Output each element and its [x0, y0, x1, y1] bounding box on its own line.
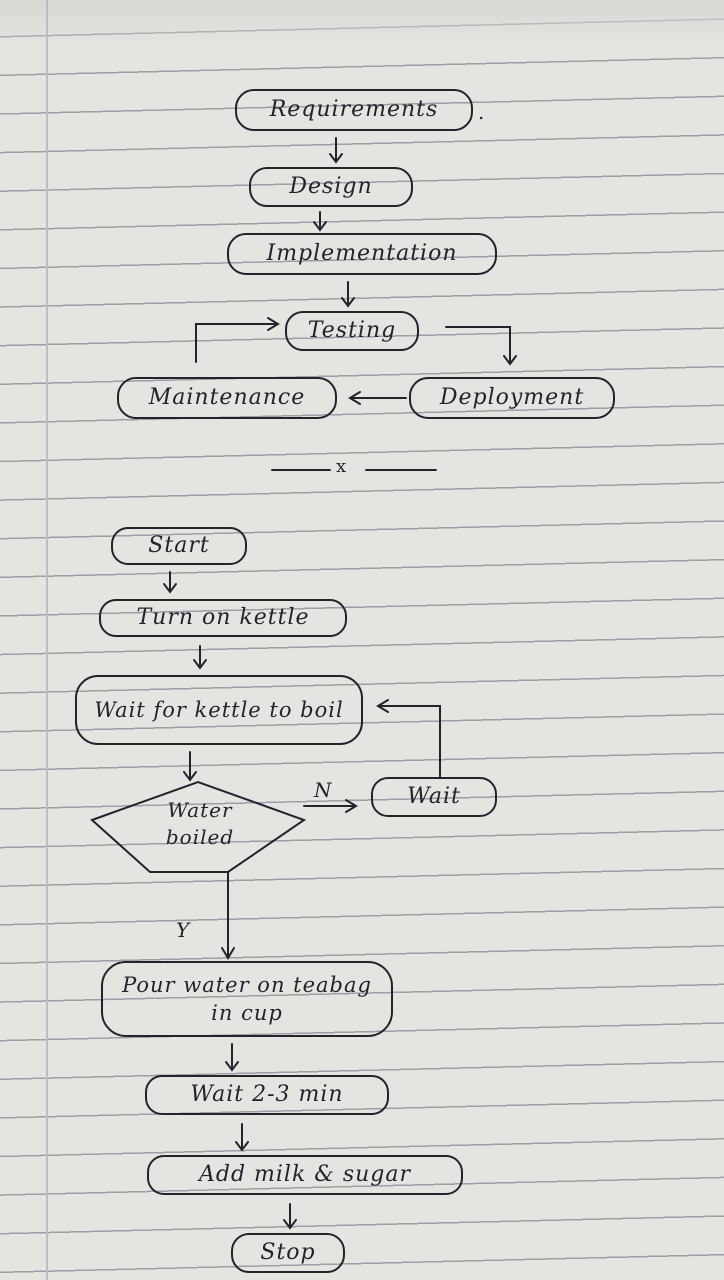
- wait-minutes-node: Wait 2-3 min: [146, 1076, 388, 1114]
- maintenance-node: Maintenance: [118, 378, 336, 418]
- margin-line: [46, 0, 48, 1280]
- start-box-outline: [111, 527, 247, 565]
- testing-label: Testing: [307, 318, 397, 344]
- yes-branch-label: Y: [176, 918, 190, 942]
- turn-on-kettle-node: Turn on kettle: [100, 600, 346, 636]
- start-node: Start: [112, 528, 246, 564]
- wait-label: Wait: [407, 784, 461, 810]
- arrow-maintenance-testing: [195, 317, 280, 363]
- arrow-decision-pour: [221, 871, 235, 960]
- milk-box-outline: [147, 1155, 463, 1195]
- decision-diamond-outline: [90, 780, 307, 873]
- wait-for-kettle-node: Wait for kettle to boil: [86, 676, 352, 744]
- turn-on-kettle-label: Turn on kettle: [136, 605, 310, 631]
- design-node: Design: [250, 168, 412, 206]
- implementation-label: Implementation: [266, 241, 458, 267]
- arrow-kettle-wait: [193, 645, 207, 670]
- pour-box-outline: [101, 961, 393, 1037]
- arrow-design-impl: [313, 211, 327, 232]
- implementation-node: Implementation: [228, 234, 496, 274]
- add-milk-node: Add milk & sugar: [148, 1156, 462, 1194]
- page-shadow: [0, 0, 724, 48]
- pour-water-label: Pour water on teabag in cup: [122, 972, 372, 1025]
- no-branch-label: N: [314, 778, 332, 802]
- wait-min-box-outline: [145, 1075, 389, 1115]
- arrow-wait-loop: [376, 699, 441, 779]
- design-box-outline: [249, 167, 413, 207]
- wait-minutes-label: Wait 2-3 min: [190, 1082, 344, 1108]
- arrow-waitmin-milk: [235, 1123, 249, 1152]
- arrow-milk-stop: [283, 1203, 297, 1230]
- deployment-box-outline: [409, 377, 615, 419]
- decision-node: Water boiled: [130, 788, 270, 860]
- start-label: Start: [148, 533, 210, 559]
- add-milk-label: Add milk & sugar: [198, 1162, 412, 1188]
- stop-label: Stop: [260, 1240, 316, 1266]
- pour-water-node: Pour water on teabag in cup: [112, 962, 382, 1036]
- requirements-node: Requirements: [238, 90, 470, 130]
- arrow-wait-decision: [183, 751, 197, 782]
- implementation-box-outline: [227, 233, 497, 275]
- arrow-impl-testing: [341, 281, 355, 308]
- maintenance-box-outline: [117, 377, 337, 419]
- arrow-pour-waitmin: [225, 1043, 239, 1072]
- requirements-label: Requirements: [269, 97, 439, 123]
- wait-box-outline: [371, 777, 497, 817]
- design-label: Design: [289, 174, 373, 200]
- wait-node: Wait: [372, 778, 496, 816]
- kettle-box-outline: [99, 599, 347, 637]
- maintenance-label: Maintenance: [148, 385, 306, 411]
- arrow-start-kettle: [163, 571, 177, 594]
- testing-box-outline: [285, 311, 419, 351]
- requirements-dot: .: [478, 100, 485, 124]
- stop-box-outline: [231, 1233, 345, 1273]
- deployment-node: Deployment: [410, 378, 614, 418]
- arrow-deployment-maintenance: [348, 391, 407, 405]
- testing-node: Testing: [286, 312, 418, 350]
- requirements-box-outline: [235, 89, 473, 131]
- deployment-label: Deployment: [439, 385, 585, 411]
- wait-kettle-box-outline: [75, 675, 363, 745]
- arrow-decision-wait: [303, 799, 358, 813]
- stop-node: Stop: [232, 1234, 344, 1272]
- arrow-req-design: [329, 137, 343, 164]
- decision-label: Water boiled: [165, 798, 235, 849]
- separator-mark: x: [336, 456, 347, 477]
- arrow-testing-deployment: [445, 326, 517, 366]
- wait-for-kettle-label: Wait for kettle to boil: [94, 697, 344, 722]
